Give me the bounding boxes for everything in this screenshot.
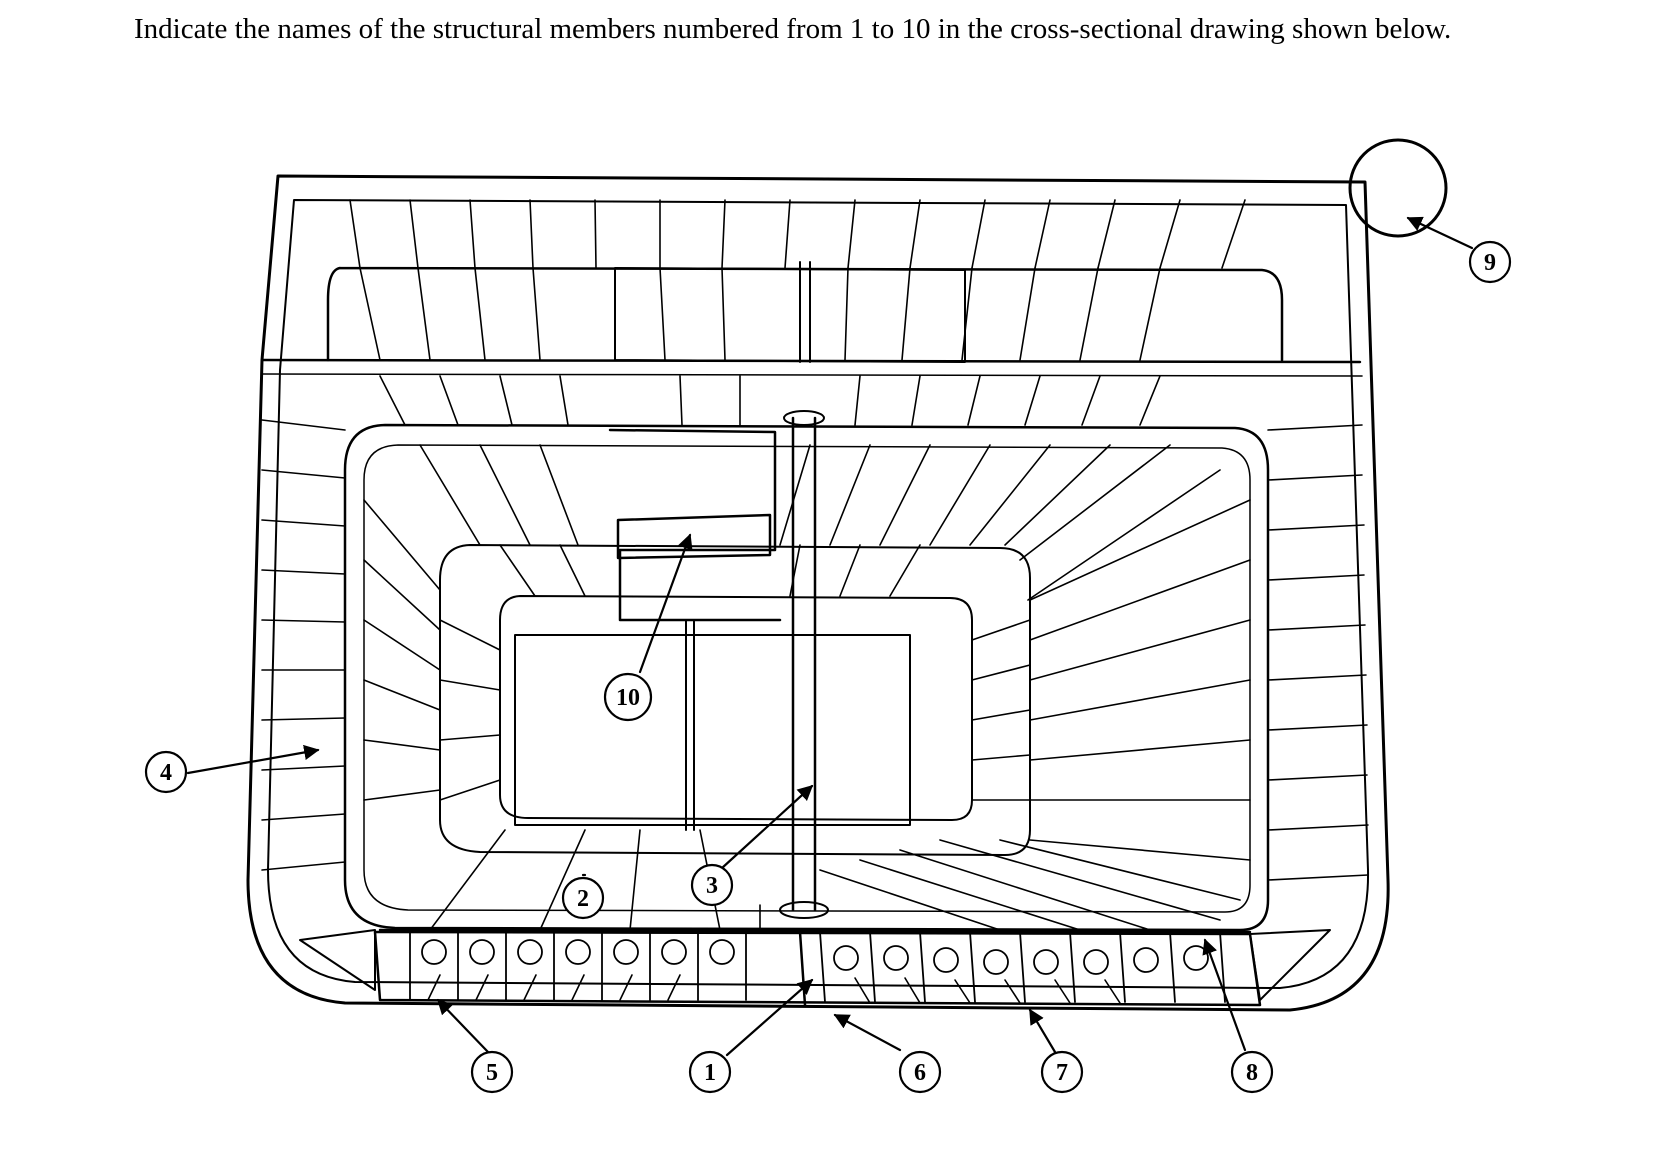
leader-5 bbox=[436, 998, 490, 1054]
upper-hatch-coaming bbox=[614, 267, 966, 363]
inner-shell-line bbox=[267, 199, 1370, 989]
leader-9 bbox=[1406, 216, 1474, 250]
pillar-head bbox=[783, 410, 825, 426]
deck-beams bbox=[349, 199, 1246, 601]
label-2: 2 bbox=[577, 886, 589, 912]
middle-frame bbox=[439, 544, 1031, 856]
main-pillar bbox=[791, 416, 817, 912]
label-10: 10 bbox=[616, 685, 640, 711]
pillar-foot bbox=[779, 901, 829, 919]
sheer-strake-highlight bbox=[1348, 138, 1448, 238]
bilge-bracket-left bbox=[299, 929, 376, 991]
double-bottom-outline bbox=[373, 930, 1262, 1007]
tank-top-seams bbox=[429, 829, 1241, 931]
label-circles bbox=[144, 240, 1512, 1094]
leader-4 bbox=[186, 744, 320, 775]
leader-3 bbox=[720, 784, 814, 870]
leader-10 bbox=[638, 533, 693, 674]
centre-girder bbox=[798, 930, 807, 1007]
label-6: 6 bbox=[914, 1060, 926, 1086]
label-9: 9 bbox=[1484, 250, 1496, 276]
upper-web-frame bbox=[326, 266, 1284, 362]
label-1: 1 bbox=[704, 1060, 716, 1086]
bilge-bracket-right bbox=[1249, 929, 1331, 1001]
leader-6 bbox=[833, 1013, 902, 1052]
far-bulkhead bbox=[514, 634, 911, 826]
tween-deck-edge bbox=[261, 373, 1363, 377]
bottom-stiffeners bbox=[427, 974, 1121, 1004]
label-7: 7 bbox=[1056, 1060, 1068, 1086]
upper-pillar bbox=[799, 261, 811, 363]
label-3: 3 bbox=[706, 873, 718, 899]
leader-lines bbox=[186, 216, 1474, 1057]
far-frame bbox=[499, 595, 973, 821]
lower-web-frame-inner bbox=[363, 444, 1251, 913]
label-5: 5 bbox=[486, 1060, 498, 1086]
lower-web-frame bbox=[343, 423, 1270, 932]
side-frames-left bbox=[261, 419, 501, 871]
leader-1 bbox=[725, 978, 814, 1057]
lower-hatch-coaming bbox=[608, 428, 782, 622]
lightening-holes bbox=[421, 939, 1209, 975]
label-4: 4 bbox=[160, 760, 172, 786]
tank-top bbox=[378, 928, 1252, 934]
question-text: Indicate the names of the structural mem… bbox=[134, 13, 1452, 45]
outer-shell bbox=[246, 174, 1390, 1012]
label-8: 8 bbox=[1246, 1060, 1258, 1086]
floors bbox=[409, 931, 1226, 1003]
side-frames-right bbox=[971, 424, 1369, 881]
leader-8 bbox=[1202, 938, 1247, 1052]
far-pillar bbox=[685, 619, 695, 831]
leader-7 bbox=[1028, 1008, 1057, 1054]
hatch-end-beam bbox=[616, 513, 772, 560]
